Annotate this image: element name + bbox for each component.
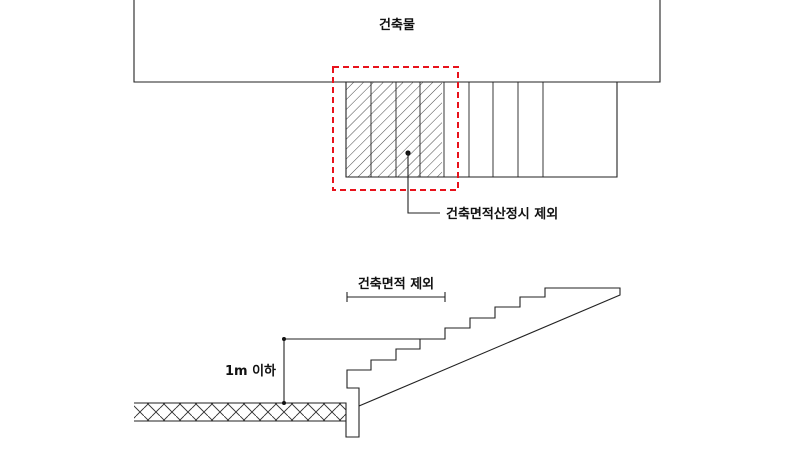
excluded-area-dimension <box>346 292 446 302</box>
height-dimension <box>282 337 442 405</box>
excluded-area-highlight <box>332 66 459 191</box>
callout-leader <box>405 150 440 214</box>
stair-plan <box>345 82 618 178</box>
building-outline <box>133 0 661 83</box>
height-limit-label: 1m 이하 <box>225 363 276 379</box>
stair-section <box>284 287 621 438</box>
ground <box>134 402 346 422</box>
callout-label: 건축면적산정시 제외 <box>446 206 558 222</box>
building-label: 건축물 <box>379 17 415 33</box>
excluded-area-label: 건축면적 제외 <box>358 276 434 292</box>
